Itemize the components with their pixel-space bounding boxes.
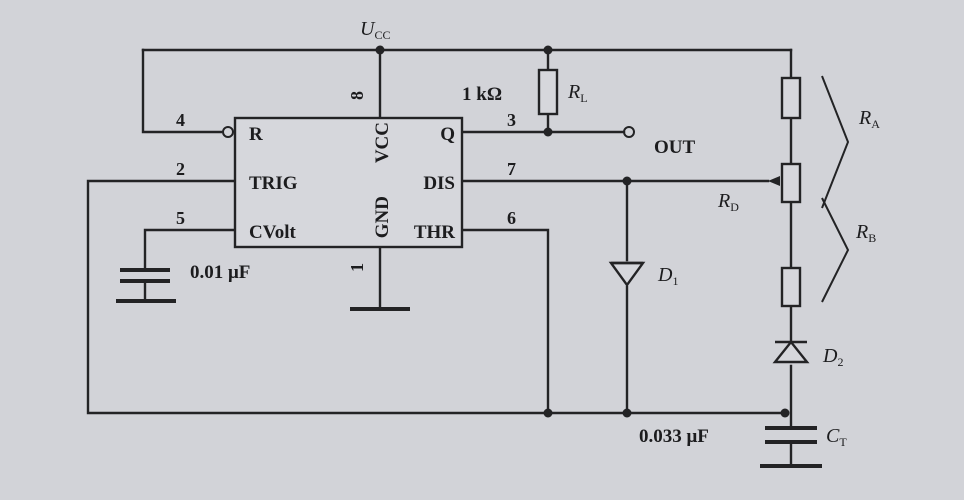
output-terminal [623, 126, 635, 138]
pin-number-7: 7 [507, 159, 516, 179]
diode-d1-body [608, 261, 646, 288]
supply-label: UCC [360, 18, 390, 42]
wires [86, 48, 793, 468]
d1-label: D1 [657, 264, 678, 288]
cap-cv-value-label: 0.01 μF [190, 262, 250, 283]
potentiometer-wiper-arrow [768, 176, 780, 186]
rb-bracket [821, 197, 850, 303]
pin-number-6: 6 [507, 208, 516, 228]
junction-dis-d1 [622, 176, 632, 186]
pin-number-5: 5 [176, 208, 185, 228]
cvolt-wire [143, 228, 237, 272]
junction-d1-bottom [622, 408, 632, 418]
pin-label-cvolt: CVolt [249, 222, 296, 243]
reset-wire [141, 48, 223, 134]
pin-number-8: 8 [347, 91, 367, 100]
junction-vcc [375, 45, 385, 55]
pin-number-3: 3 [507, 110, 516, 130]
pin-label-thr: THR [414, 222, 455, 243]
rb-label: RB [855, 221, 876, 245]
rl-name-label: RL [567, 81, 588, 105]
ra-label: RA [858, 107, 880, 131]
diode-d2-body [772, 340, 810, 364]
pin-number-4: 4 [176, 110, 185, 130]
out-label: OUT [654, 137, 696, 158]
pin-number-2: 2 [176, 159, 185, 179]
d2-label: D2 [822, 345, 843, 369]
rl-value-label: 1 kΩ [462, 84, 502, 105]
potentiometer-rd [780, 162, 802, 204]
reset-inverter-bubble [222, 126, 234, 138]
thr-wire [460, 228, 550, 415]
pin-label-trig: TRIG [249, 173, 298, 194]
pin-label-q: Q [440, 124, 455, 145]
pin-label-r: R [249, 124, 263, 145]
junction-ct-top [780, 408, 790, 418]
junctions [375, 45, 790, 418]
rd-label: RD [717, 190, 739, 214]
resistor-ra [780, 76, 802, 120]
pin-label-gnd: GND [372, 196, 393, 238]
timer-ic [233, 116, 464, 249]
pin-label-dis: DIS [423, 173, 455, 194]
trig-bottom-rail-wire [86, 179, 787, 415]
resistor-rl [537, 68, 559, 116]
resistor-rb [780, 266, 802, 308]
cap-ct-value-label: 0.033 μF [639, 426, 709, 447]
pin-label-vcc: VCC [372, 122, 393, 163]
pin-number-1: 1 [347, 263, 367, 272]
ct-label: CT [826, 425, 847, 449]
junction-rl-top [543, 45, 553, 55]
junction-rl-out [543, 127, 553, 137]
junction-thr-bottom [543, 408, 553, 418]
ra-bracket [821, 75, 850, 209]
